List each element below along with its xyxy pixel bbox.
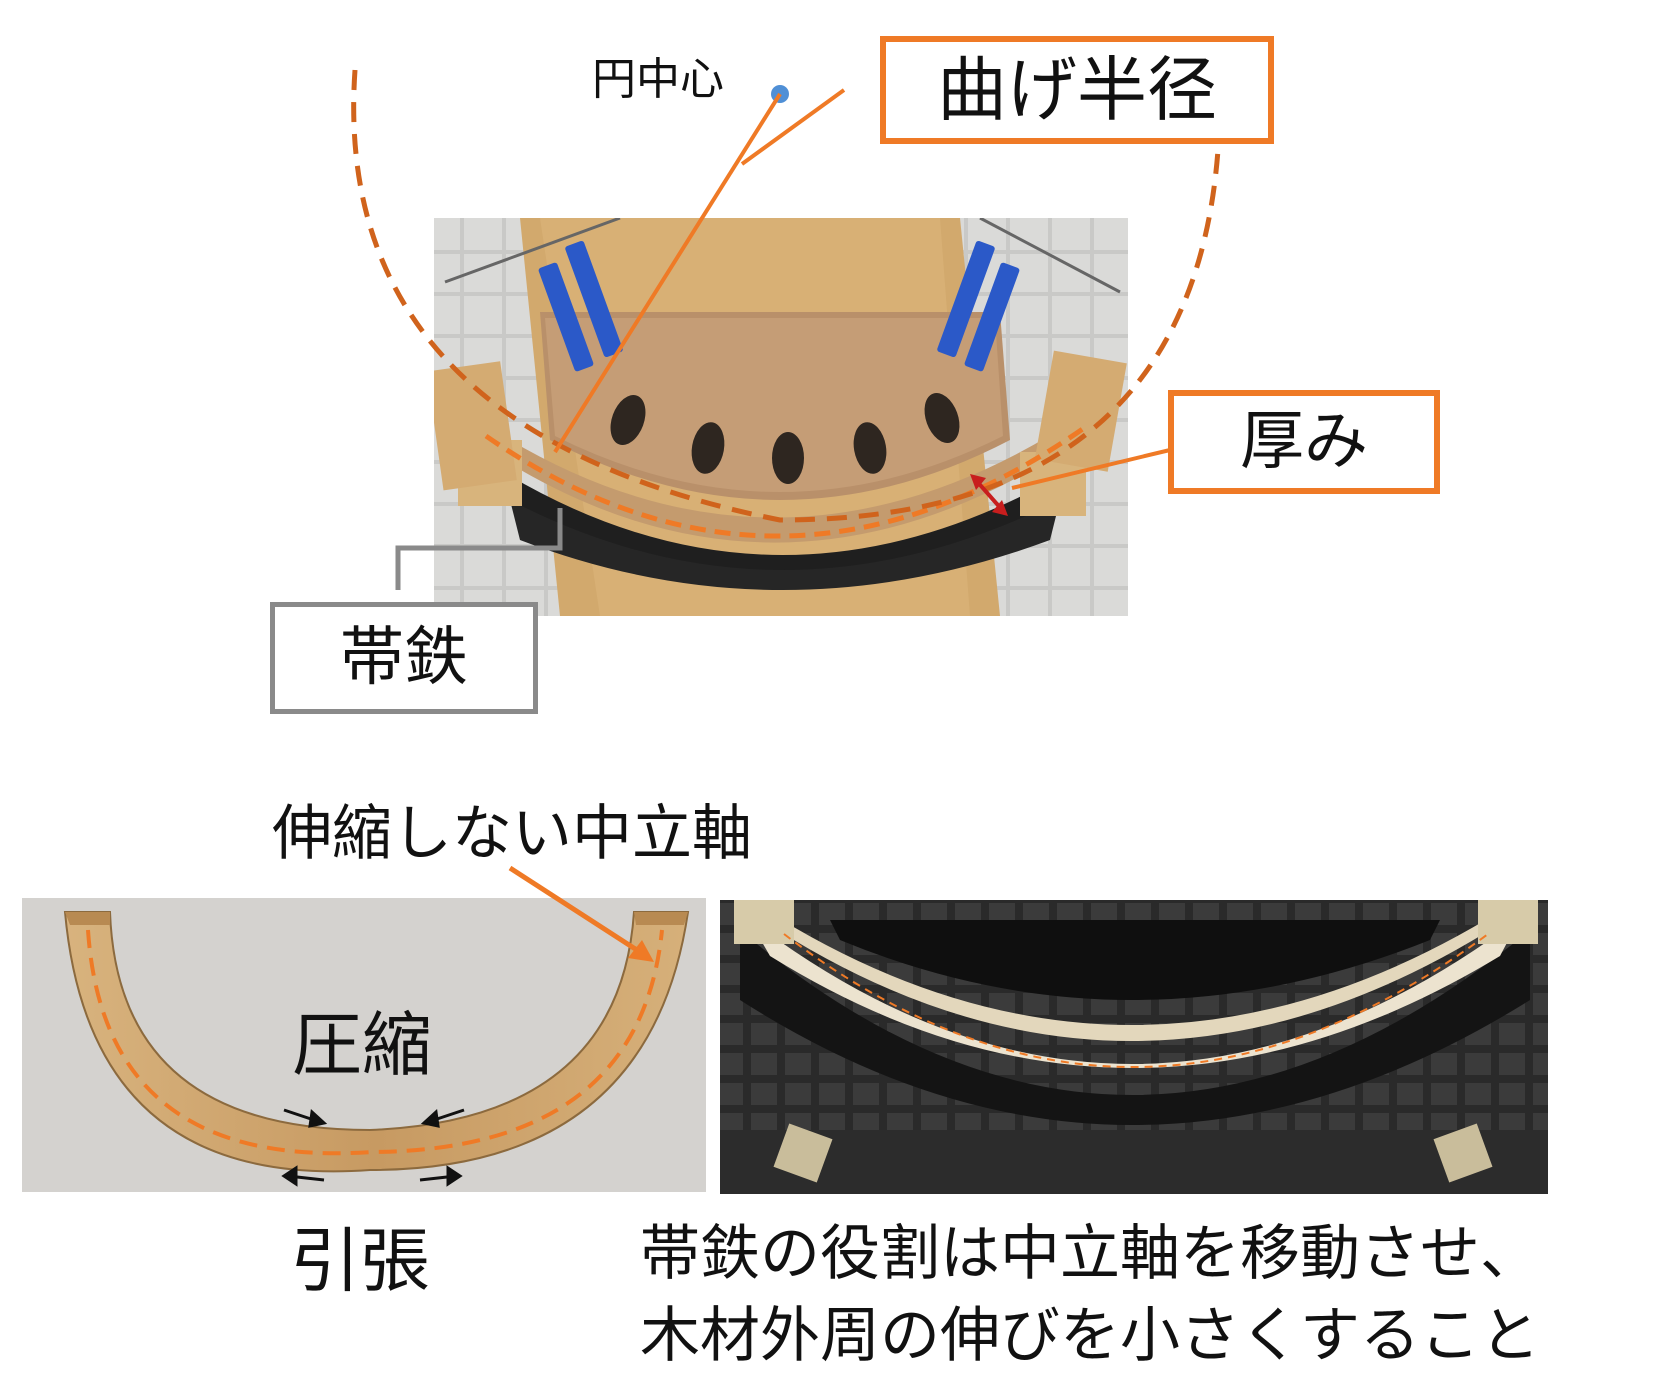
thickness-box: 厚み xyxy=(1168,390,1440,494)
neutral-axis-label: 伸縮しない中立軸 xyxy=(272,799,752,869)
tension-label: 引張 xyxy=(290,1220,430,1302)
band-iron-box: 帯鉄 xyxy=(270,602,538,714)
circle-center-label: 円中心 xyxy=(592,54,724,105)
compression-label: 圧縮 xyxy=(292,1004,432,1086)
radius-line xyxy=(553,92,782,454)
thickness-label: 厚み xyxy=(1240,405,1368,479)
neutral-axis-arrow xyxy=(508,865,642,955)
bend-radius-arc xyxy=(351,69,1221,523)
caption-line-1: 帯鉄の役割は中立軸を移動させ、 xyxy=(640,1219,1540,1289)
caption-line-2: 木材外周の伸びを小さくすること xyxy=(640,1301,1540,1371)
band-iron-label: 帯鉄 xyxy=(340,621,468,695)
bend-radius-box: 曲げ半径 xyxy=(880,36,1274,144)
bend-radius-label: 曲げ半径 xyxy=(937,49,1217,131)
